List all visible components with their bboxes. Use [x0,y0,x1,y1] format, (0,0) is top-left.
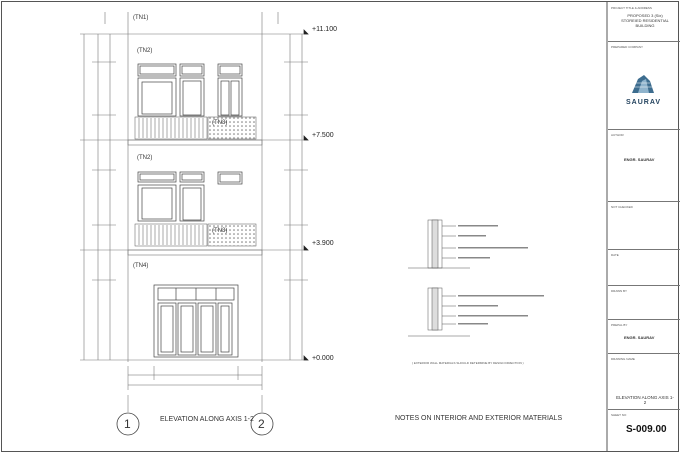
approved-label: PREPAL BY [611,323,628,327]
level-third: +7.500 [312,132,334,139]
tag-tn3-upper: (TN3) [212,120,228,126]
tag-tn3-lower: (TN3) [212,228,228,234]
axis-label-2: 2 [258,417,265,431]
company-name: SAURAV [626,99,662,106]
elevation-title: ELEVATION ALONG AXIS 1-2 [160,416,254,423]
tag-tn2-upper: (TN2) [137,48,153,54]
company-logo [630,73,656,95]
drawn-by-label: DRAWN BY [611,289,628,293]
author-name: ENGR. SAURAV [624,157,655,162]
author-label: AUTHOR [611,133,624,137]
level-second: +3.900 [312,240,334,247]
notes-footnote: ( EXTERIOR WALL MATERIALS SHOULD DETERMI… [412,361,524,365]
date-label: DATE [611,253,619,257]
project-label: PROJECT TITLE & ADDRESS [611,6,652,10]
tag-tn4: (TN4) [133,263,149,269]
approved-name: ENGR. SAURAV [624,335,655,340]
building-logo-icon [632,75,654,93]
sheet-no-label: SHEET NO [611,413,627,417]
project-title: PROPOSED 3 (Six) STOREIED RESIDENTIAL BU… [621,13,669,28]
tag-tn1: (TN1) [133,15,149,21]
drawing-name-label: DRAWING NAME [611,357,635,361]
notes-title: NOTES ON INTERIOR AND EXTERIOR MATERIALS [395,415,563,422]
tag-tn2-lower: (TN2) [137,155,153,161]
checked-label: NOT CHECKED [611,205,633,209]
company-label: PREPARED COMPANY [611,45,644,49]
title-block: PROJECT TITLE & ADDRESS PROPOSED 3 (Six)… [608,1,680,451]
level-top: +11.100 [312,26,337,33]
drawing-name: ELEVATION ALONG AXIS 1-2 [616,395,674,405]
level-ground: +0.000 [312,355,334,362]
sheet-number: S-009.00 [626,424,667,435]
axis-label-1: 1 [124,417,131,431]
